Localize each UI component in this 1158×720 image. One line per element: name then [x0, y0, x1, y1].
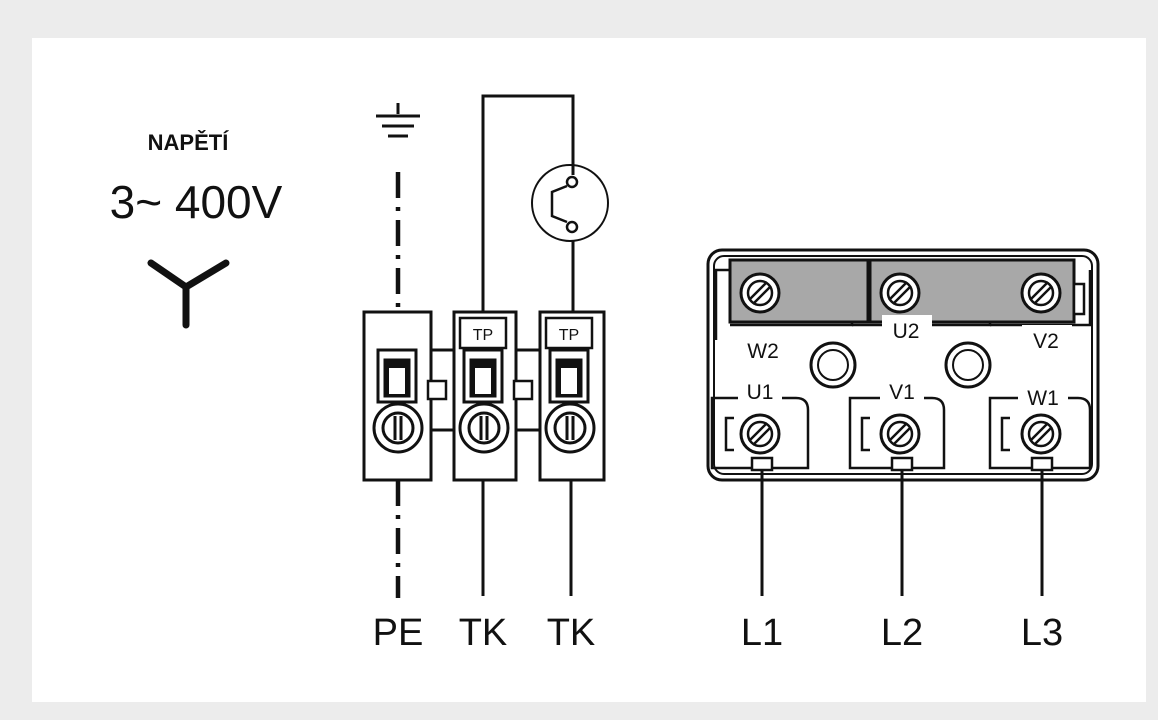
tk-wires: [481, 94, 575, 596]
line-wires: [760, 470, 1044, 596]
voltage-title: NAPĚTÍ: [148, 130, 230, 155]
screw-w1-icon: [1020, 413, 1062, 455]
label-l2: L2: [881, 612, 923, 654]
tp-label-2: TP: [559, 327, 579, 344]
label-w1: W1: [1027, 387, 1059, 410]
label-w2: W2: [747, 340, 779, 363]
thermal-protector-icon: [531, 164, 609, 242]
label-u2: U2: [893, 320, 920, 343]
ground-icon: [376, 103, 420, 138]
tp-label-1: TP: [473, 327, 493, 344]
star-connection-icon: [147, 259, 230, 329]
screw-w2-icon: [739, 272, 781, 314]
label-l3: L3: [1021, 612, 1063, 654]
label-l1: L1: [741, 612, 783, 654]
label-u1: U1: [747, 381, 774, 404]
voltage-value: 3~ 400V: [110, 176, 283, 228]
screw-u2-icon: [879, 272, 921, 314]
screw-u1-icon: [739, 413, 781, 455]
label-tk-2: TK: [547, 612, 596, 654]
screw-v2-icon: [1020, 272, 1062, 314]
screw-v1-icon: [879, 413, 921, 455]
label-v1: V1: [889, 381, 915, 404]
terminal-block: [362, 310, 606, 482]
label-pe: PE: [373, 612, 424, 654]
label-v2: V2: [1033, 330, 1059, 353]
label-tk-1: TK: [459, 612, 508, 654]
